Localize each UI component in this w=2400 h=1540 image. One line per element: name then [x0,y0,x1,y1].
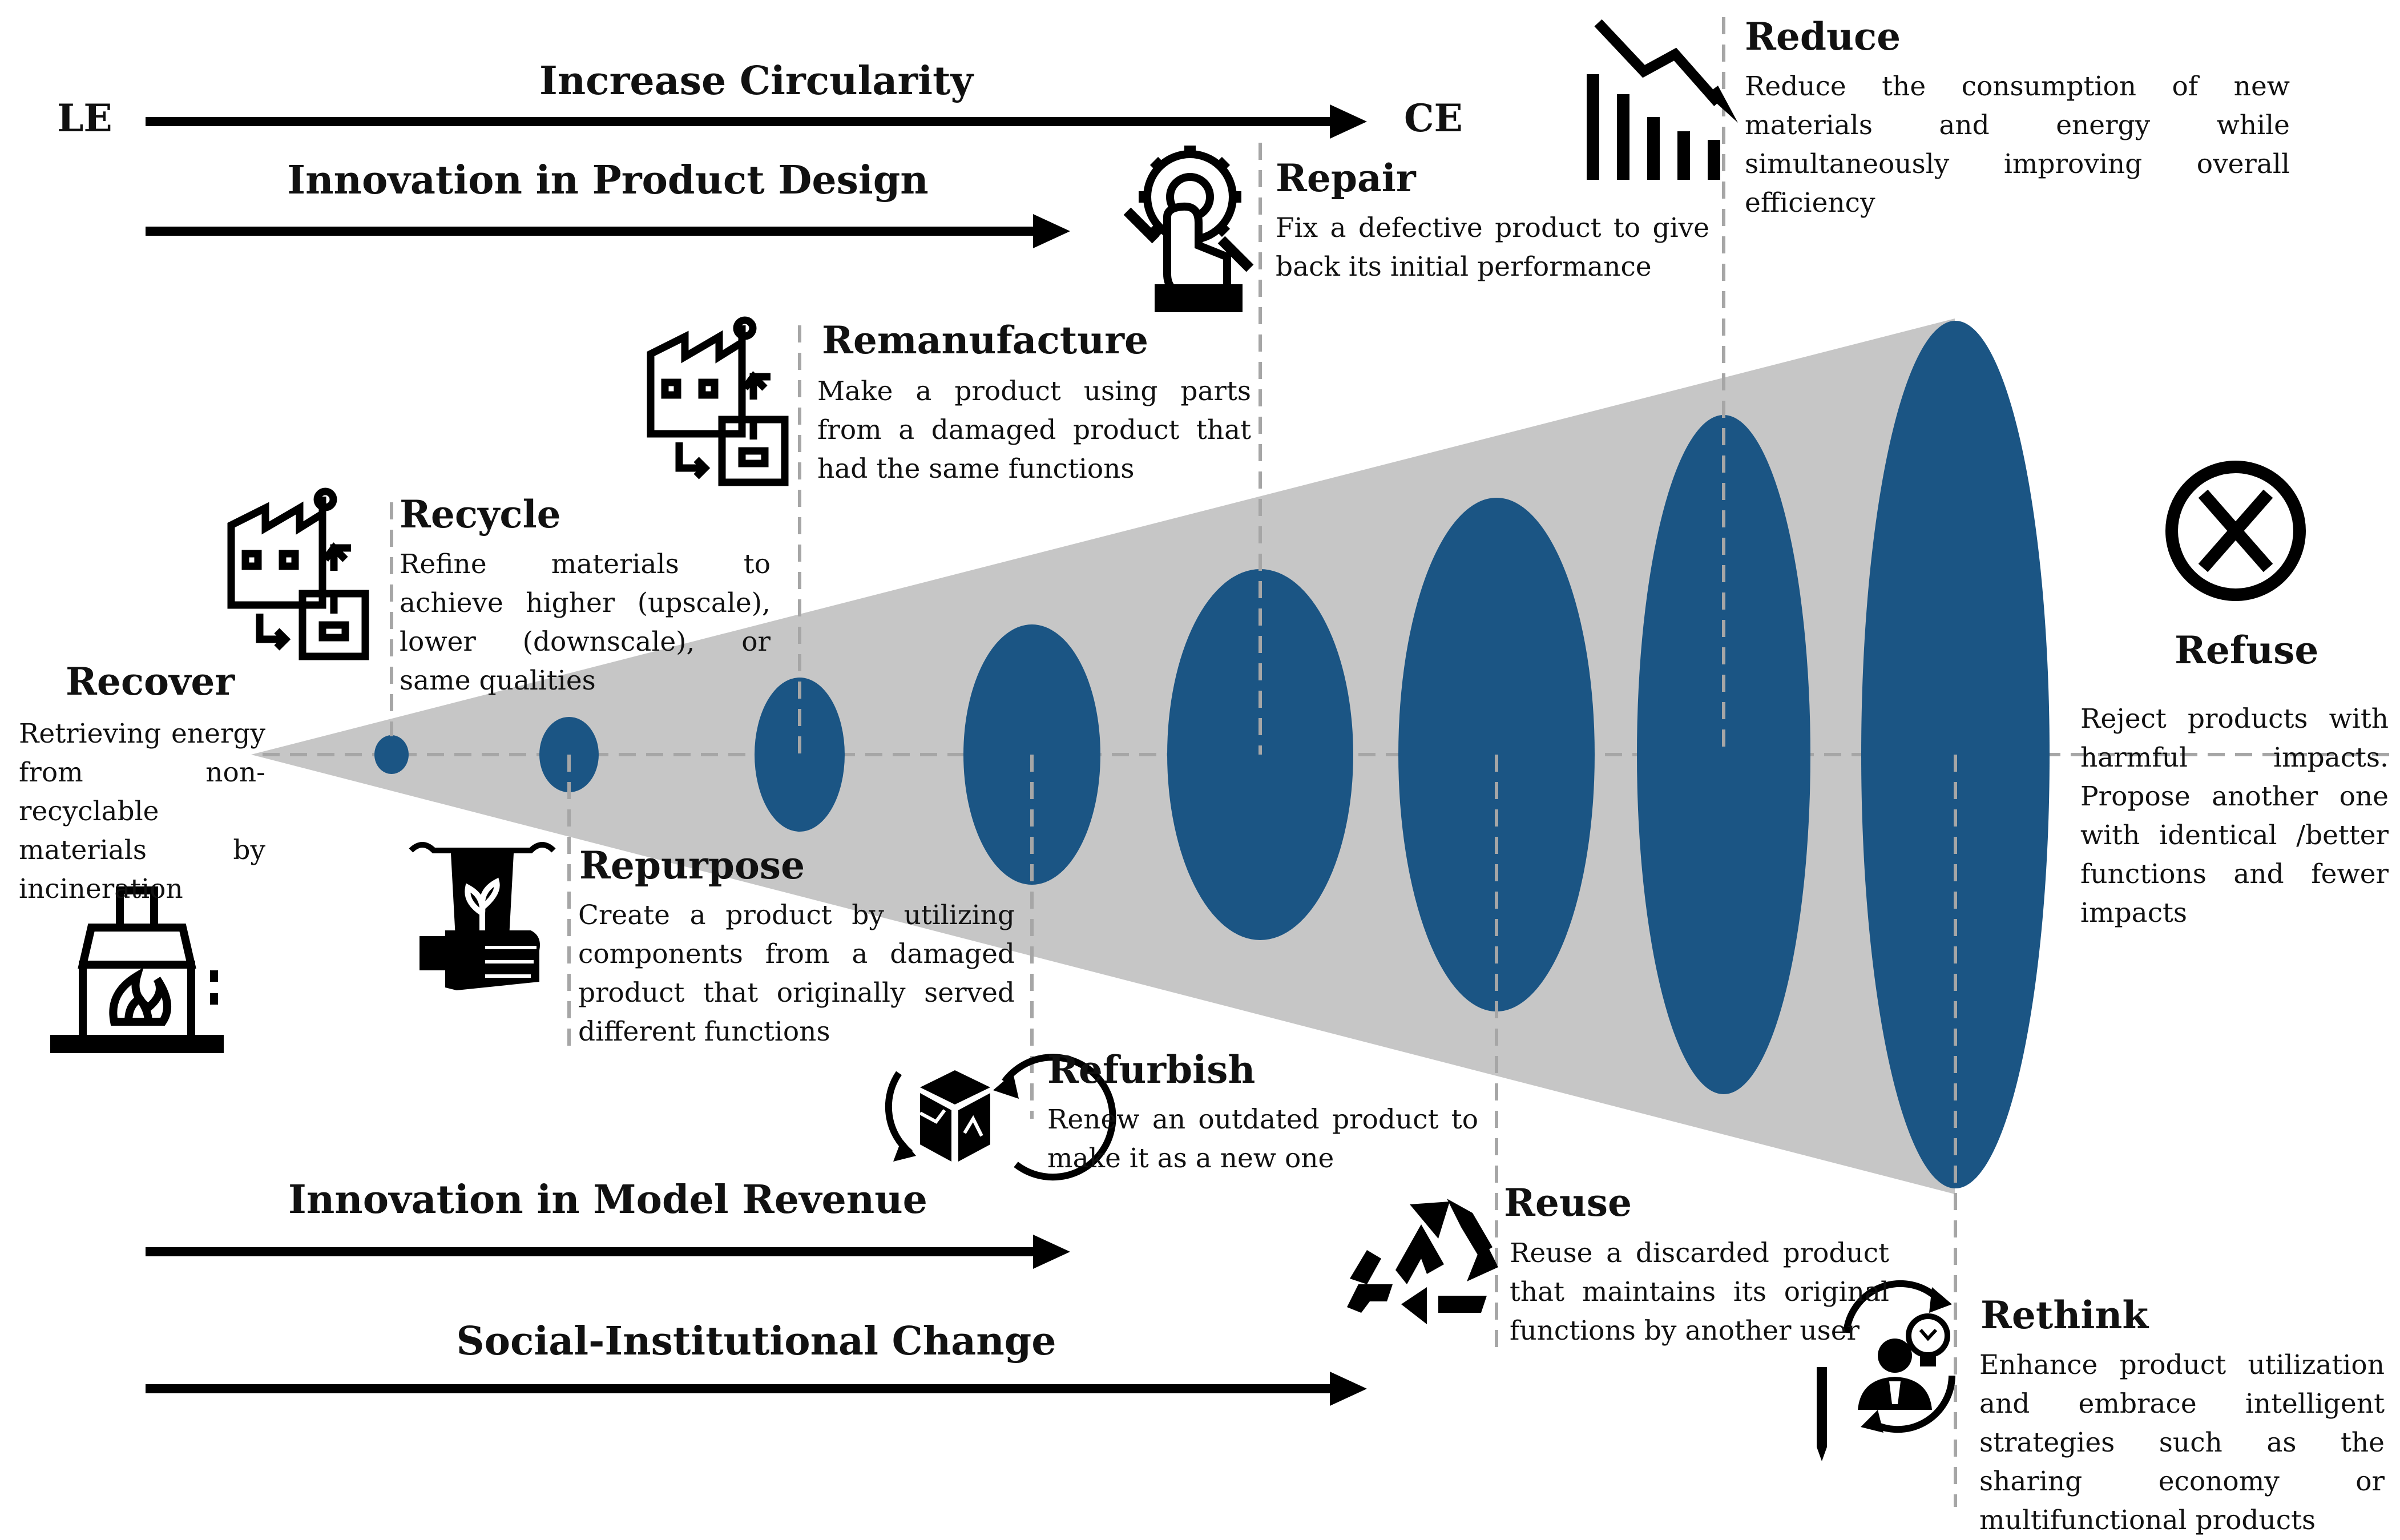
repurpose-desc: Create a product by utilizing components… [578,900,1015,1047]
reduce-desc: Reduce the consumption of new materials … [1745,71,2290,219]
refuse-title: Refuse [2175,628,2319,672]
recycle-desc: Refine materials to achieve higher (upsc… [400,549,771,696]
refurbish-title: Refurbish [1047,1047,1256,1092]
recycle-arrows-icon [1347,1199,1498,1324]
refurbish-desc: Renew an outdated product to make it as … [1047,1104,1478,1174]
recover-desc: Retrieving energy from non-recyclable ma… [19,718,265,905]
arrow-model-revenue-label: Innovation in Model Revenue [288,1177,927,1223]
arrows [146,104,1367,1406]
refuse-desc: Reject products with harmful impacts. Pr… [2080,703,2389,929]
ce-label: CE [1404,96,1463,140]
repair-gear-hand-icon [1123,146,1254,312]
repair-desc: Fix a defective product to give back its… [1276,212,1709,283]
le-label: LE [57,96,112,140]
ellipse-repurpose [755,678,845,832]
remanufacture-desc: Make a product using parts from a damage… [817,376,1251,485]
declining-chart-icon [1587,19,1738,180]
ellipse-reuse [1637,415,1810,1094]
arrow-social-label: Social-Institutional Change [456,1319,1056,1364]
refurbish-box-icon [885,1054,1116,1181]
arrow-product-design-head [1033,214,1070,248]
arrow-circularity-head [1330,104,1367,139]
reduce-title: Reduce [1745,14,1901,59]
arrow-model-revenue-head [1033,1235,1070,1269]
reuse-desc: Reuse a discarded product that maintains… [1510,1237,1889,1347]
repurpose-plant-icon [409,842,556,990]
factory-recycle-icon [227,487,369,660]
arrow-product-design-label: Innovation in Product Design [287,158,929,203]
recover-title: Recover [66,659,235,704]
reuse-title: Reuse [1504,1180,1632,1225]
remanufacture-title: Remanufacture [822,318,1148,362]
arrow-social-head [1330,1372,1367,1406]
ellipse-recover [374,735,409,774]
rethink-person-idea-icon [1817,1280,1955,1461]
rethink-desc: Enhance product utilization and embrace … [1979,1349,2385,1536]
guide-lines [390,17,1957,1507]
incinerator-icon [50,886,224,1053]
repurpose-title: Repurpose [579,843,805,888]
factory-remanufacture-icon [647,316,789,486]
rethink-title: Rethink [1980,1293,2149,1337]
refuse-x-circle-icon [2165,461,2306,601]
recycle-title: Recycle [400,492,561,537]
arrow-circularity-label: Increase Circularity [539,58,974,104]
repair-title: Repair [1276,156,1416,200]
